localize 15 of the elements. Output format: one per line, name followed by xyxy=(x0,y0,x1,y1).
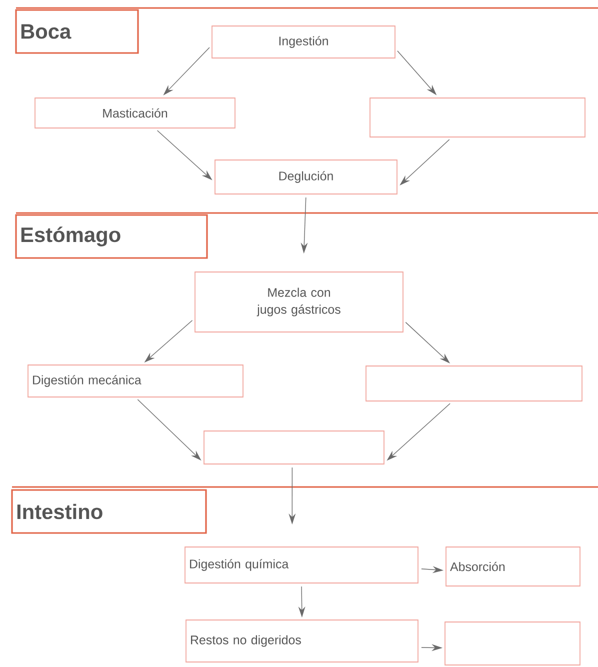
process-box: Ingestión xyxy=(212,26,396,58)
process-box: Digestión química xyxy=(184,546,418,584)
process-box: Digestión mecánica xyxy=(28,364,244,398)
process-box: Masticación xyxy=(34,98,236,128)
section-heading-box: Estómago xyxy=(15,214,208,259)
process-box: Mezcla con jugos gástricos xyxy=(194,272,404,332)
section-heading-box: Intestino xyxy=(11,489,207,534)
blank-box xyxy=(366,366,582,402)
process-box: Restos no digeridos xyxy=(186,620,418,662)
blank-box xyxy=(204,430,384,464)
process-box: Absorción xyxy=(446,546,580,586)
blank-box xyxy=(444,622,580,666)
process-box: Deglución xyxy=(214,160,398,194)
blank-box xyxy=(370,98,586,138)
section-heading-box: Boca xyxy=(15,9,139,54)
